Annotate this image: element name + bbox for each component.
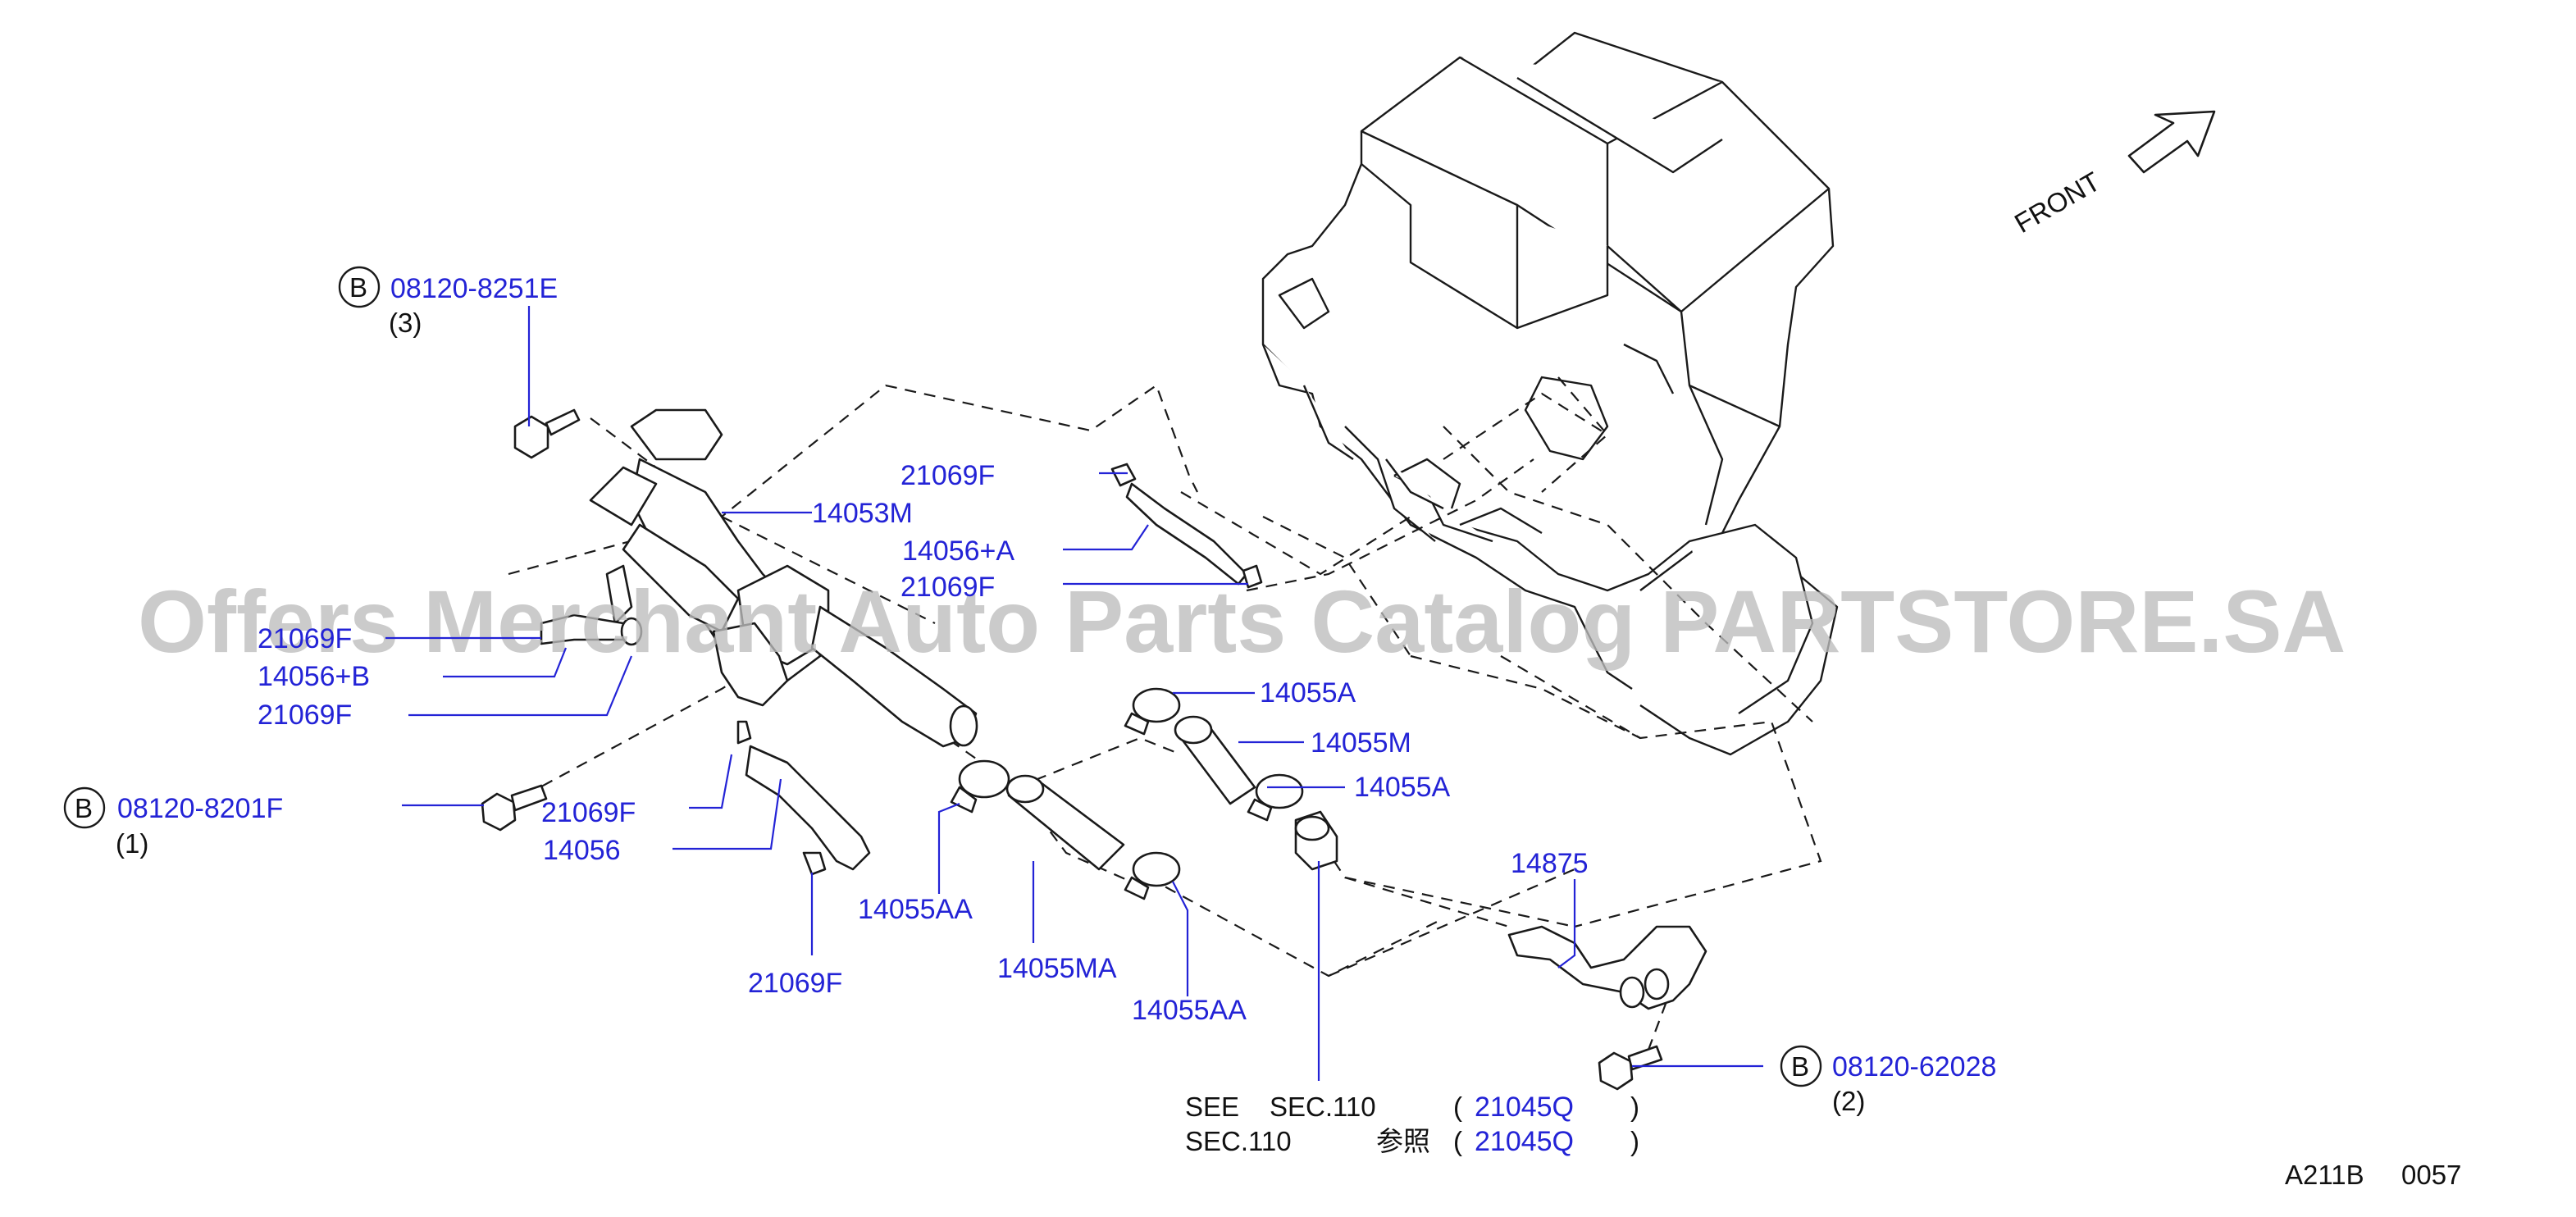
engine-block-illustration xyxy=(1261,31,1839,756)
part-number-14055A[interactable]: 14055A xyxy=(1260,677,1356,709)
hose-14056-illustration xyxy=(736,720,871,876)
bolt-callout-62028[interactable]: B 08120-62028 (2) xyxy=(1780,1045,1996,1116)
open-paren: ( xyxy=(1453,1126,1462,1156)
part-number-21069F[interactable]: 21069F xyxy=(900,460,995,491)
part-number-14053M[interactable]: 14053M xyxy=(812,498,913,529)
bolt-8201F-icon xyxy=(481,784,548,832)
bolt-quantity: (1) xyxy=(116,828,148,859)
part-number-21069F[interactable]: 21069F xyxy=(258,700,352,731)
water-outlet-assembly xyxy=(589,408,978,748)
part-number-21069F[interactable]: 21069F xyxy=(541,797,636,828)
housing-14875-illustration xyxy=(1507,925,1707,1010)
front-label: FRONT xyxy=(2009,166,2105,239)
part-number-14055AA[interactable]: 14055AA xyxy=(858,894,973,925)
clamp-14055A-upper xyxy=(1124,687,1181,736)
part-number-14055AA[interactable]: 14055AA xyxy=(1132,995,1247,1026)
part-number-21069F[interactable]: 21069F xyxy=(258,623,352,654)
part-number-14055A[interactable]: 14055A xyxy=(1354,772,1451,803)
diagram-number: 0057 xyxy=(2401,1160,2461,1190)
bolt-callout-8251E[interactable]: B 08120-8251E (3) xyxy=(338,266,558,338)
section-reference: SEE SEC.110 ( 21045Q ) SEC.110 参照 ( 2104… xyxy=(1185,1092,1639,1157)
hose-14055MA-illustration xyxy=(1005,774,1125,871)
section-label: SEC.110 xyxy=(1270,1092,1376,1122)
watermark: Offers Merchant Auto Parts Catalog PARTS… xyxy=(138,572,2346,671)
ref-part-number-21045Q[interactable]: 21045Q xyxy=(1475,1126,1574,1157)
hose-14056A-illustration xyxy=(1110,463,1263,589)
diagram-code: A211B xyxy=(2285,1160,2364,1190)
front-direction-indicator: FRONT xyxy=(2009,110,2216,239)
part-number-08120-62028[interactable]: 08120-62028 xyxy=(1832,1051,1996,1083)
part-number-14056B[interactable]: 14056+B xyxy=(258,661,370,692)
part-number-08120-8201F[interactable]: 08120-8201F xyxy=(117,793,283,824)
bolt-quantity: (3) xyxy=(389,308,422,338)
ref-part-number-21045Q[interactable]: 21045Q xyxy=(1475,1092,1574,1123)
bolt-8251E-icon xyxy=(513,408,581,459)
bolt-callout-8201F[interactable]: B 08120-8201F (1) xyxy=(63,786,283,859)
callout-lines xyxy=(385,306,1763,1081)
front-arrow-icon xyxy=(2127,110,2216,174)
bolt-badge-letter: B xyxy=(1791,1051,1809,1082)
bolt-badge-circle xyxy=(338,266,381,308)
see-label: SEE xyxy=(1185,1092,1239,1122)
see-label-japanese: 参照 xyxy=(1376,1126,1430,1156)
bolt-badge-circle xyxy=(1780,1045,1822,1087)
open-paren: ( xyxy=(1453,1092,1462,1122)
part-number-14055MA[interactable]: 14055MA xyxy=(997,953,1117,984)
bolt-badge-circle xyxy=(63,786,106,829)
fitting-21045Q-illustration xyxy=(1294,810,1338,871)
bolt-quantity: (2) xyxy=(1832,1086,1865,1116)
hose-14056B-illustration xyxy=(540,613,643,646)
part-number-21069F[interactable]: 21069F xyxy=(900,572,995,603)
clamp-14055AA-left xyxy=(950,759,1010,814)
part-number-14056[interactable]: 14056 xyxy=(543,835,621,866)
close-paren: ) xyxy=(1630,1092,1639,1122)
part-number-21069F[interactable]: 21069F xyxy=(748,968,842,999)
bolt-badge-letter: B xyxy=(349,272,367,303)
part-number-14056A[interactable]: 14056+A xyxy=(902,536,1014,567)
clamp-14055A-lower xyxy=(1247,773,1304,822)
part-number-08120-8251E[interactable]: 08120-8251E xyxy=(390,273,558,304)
clamp-14055AA-right xyxy=(1124,851,1181,900)
bolt-62028-icon xyxy=(1598,1045,1663,1091)
part-number-14055M[interactable]: 14055M xyxy=(1311,727,1411,759)
part-number-14875[interactable]: 14875 xyxy=(1511,848,1589,879)
bolt-badge-letter: B xyxy=(75,793,93,823)
section-label: SEC.110 xyxy=(1185,1126,1292,1156)
close-paren: ) xyxy=(1630,1126,1639,1156)
hose-14055M-illustration xyxy=(1174,715,1256,805)
